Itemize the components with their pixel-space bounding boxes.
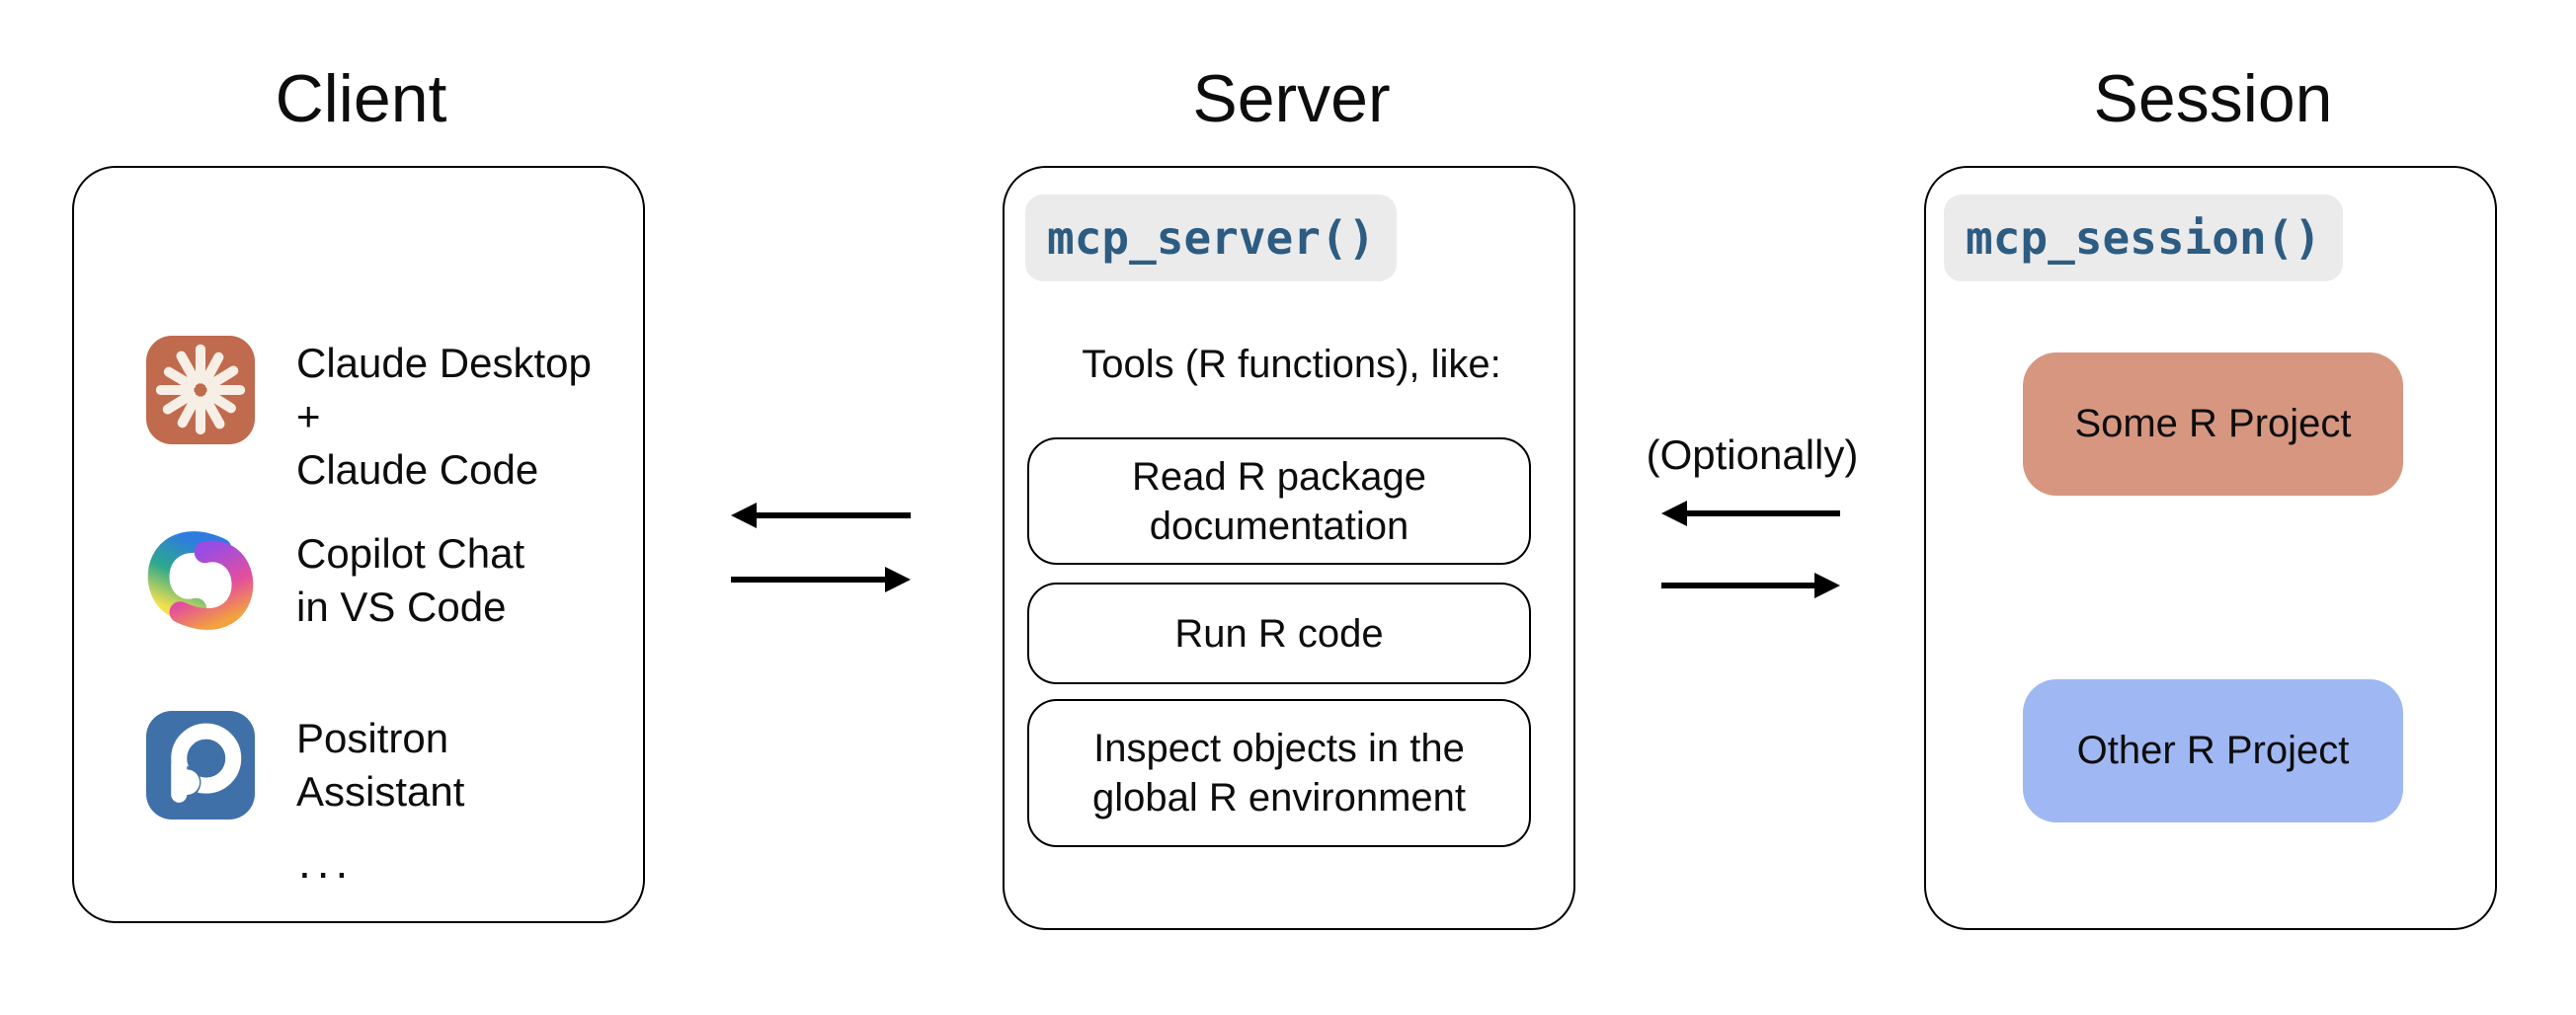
copilot-logo-icon <box>146 526 255 635</box>
server-to-session-arrow <box>1661 573 1840 598</box>
project-label: Some R Project <box>2074 402 2352 445</box>
session-column-title: Session <box>2093 61 2333 136</box>
client-column-title: Client <box>275 61 447 136</box>
tool-run-r-code-box: Run R code <box>1027 583 1531 684</box>
client-to-server-arrow <box>731 567 911 592</box>
arrow-shaft <box>1661 583 1820 588</box>
client-item-label-line: Copilot Chat <box>296 530 525 577</box>
arrow-shaft <box>1681 510 1840 516</box>
client-item-positron: Positron Assistant <box>296 712 622 819</box>
client-item-claude: Claude Desktop + Claude Code <box>296 337 622 497</box>
claude-logo-icon <box>146 336 255 444</box>
tool-label-line: documentation <box>1149 504 1409 548</box>
tool-label-line: Read R package <box>1132 454 1426 499</box>
some-r-project-box: Some R Project <box>2023 352 2403 496</box>
mcp-session-code-chip: mcp_session() <box>1944 195 2344 281</box>
session-to-server-arrow <box>1661 501 1840 526</box>
tool-inspect-objects-box: Inspect objects in the global R environm… <box>1027 699 1531 847</box>
project-label: Other R Project <box>2076 729 2350 772</box>
positron-logo-icon <box>146 711 255 820</box>
tool-label-line: global R environment <box>1092 776 1466 820</box>
client-item-label-line: Claude Desktop + <box>296 340 592 439</box>
tool-label-line: Inspect objects in the <box>1093 727 1465 770</box>
mcp-server-code-chip: mcp_server() <box>1025 195 1398 281</box>
client-item-copilot: Copilot Chat in VS Code <box>296 527 622 634</box>
arrow-head-right-icon <box>885 567 911 592</box>
tool-label-line: Run R code <box>1174 611 1384 656</box>
tool-read-docs-box: Read R package documentation <box>1027 437 1531 565</box>
tools-heading: Tools (R functions), like: <box>1082 343 1501 386</box>
client-item-label-line: Assistant <box>296 768 465 815</box>
client-item-label-line: Positron <box>296 715 449 761</box>
server-to-client-arrow <box>731 503 911 528</box>
optionally-label: (Optionally) <box>1646 431 1859 478</box>
positron-p-icon <box>168 723 242 803</box>
other-r-project-box: Other R Project <box>2023 679 2403 822</box>
client-item-label-line: Claude Code <box>296 446 539 493</box>
arrow-head-right-icon <box>1814 573 1840 598</box>
server-column-title: Server <box>1192 61 1391 136</box>
arrow-shaft <box>751 512 911 518</box>
client-more-ellipsis: ... <box>298 836 355 888</box>
claude-starburst-icon <box>155 344 246 435</box>
client-item-label-line: in VS Code <box>296 584 507 630</box>
copilot-swirl-icon <box>147 531 254 630</box>
arrow-shaft <box>731 577 891 583</box>
